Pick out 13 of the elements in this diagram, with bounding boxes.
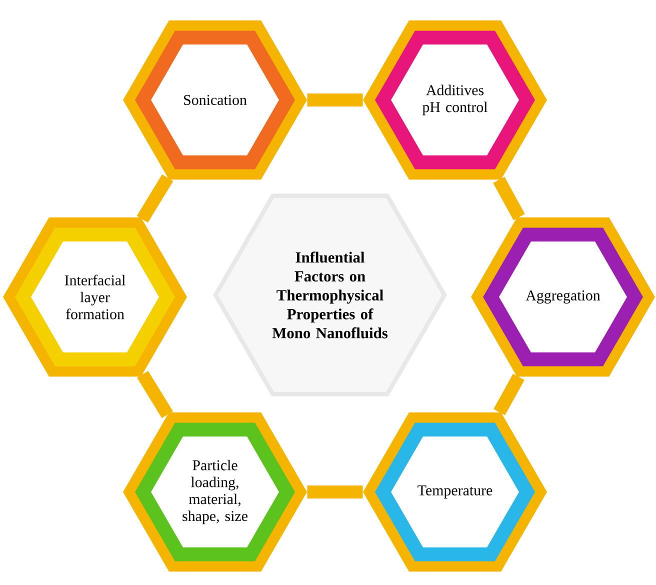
connector-band [494,374,524,416]
connector-band [307,93,363,106]
hexagon-node: Interfacial layer formation [3,217,187,377]
hexagon-node: Temperature [363,412,547,572]
connector-band [137,370,173,418]
connector-band [136,174,174,223]
hexagon-node: Aggregation [471,217,655,377]
center-hexagon: Influential Factors on Thermophysical Properties of Mono Nanofluids [213,194,447,396]
hexagon-node: Particle loading, material, shape, size [123,412,307,572]
hexagon-node: Sonication [123,20,307,180]
hexagon-node: Additives pH control [363,20,547,180]
connector-band [307,485,363,498]
connector-band [493,176,525,220]
